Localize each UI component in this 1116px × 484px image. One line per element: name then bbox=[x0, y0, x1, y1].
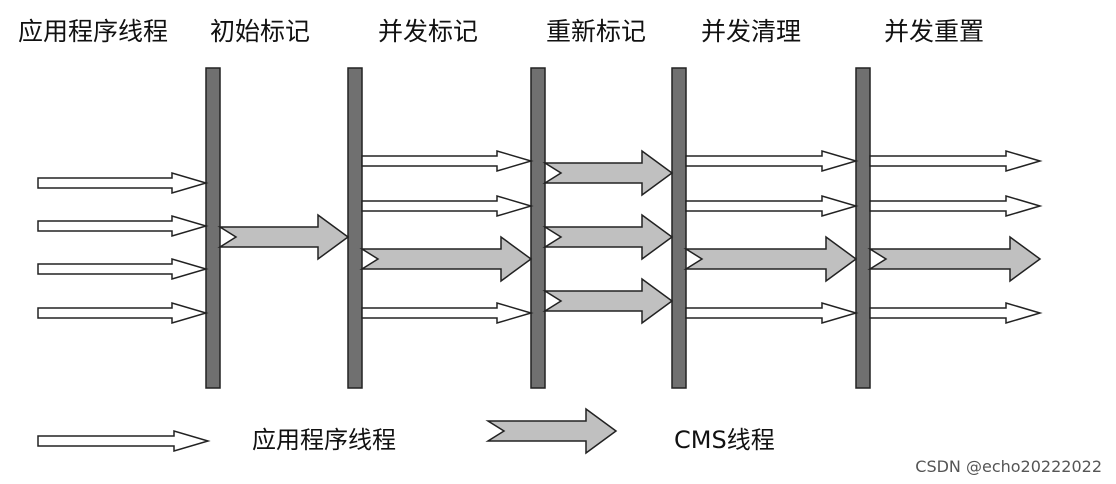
cms-arrow-concurrent-mark bbox=[359, 235, 533, 283]
legend-cms-thread-label: CMS线程 bbox=[674, 426, 775, 454]
phase-label-remark: 重新标记 bbox=[546, 17, 647, 46]
cms-arrow-concurrent-sweep bbox=[683, 235, 858, 283]
phase-bar-2 bbox=[347, 67, 363, 389]
phase-label-initial-mark: 初始标记 bbox=[210, 17, 311, 46]
app-thread-arrow-pre-1 bbox=[37, 171, 209, 195]
app-thread-arrow-concurrent-mark-1 bbox=[361, 149, 534, 173]
phase-bar-4 bbox=[671, 67, 687, 389]
app-thread-arrow-concurrent-reset-1 bbox=[869, 149, 1043, 173]
app-thread-arrow-concurrent-reset-3 bbox=[869, 301, 1043, 325]
watermark: CSDN @echo20222022 bbox=[915, 457, 1102, 476]
legend-app-thread-label: 应用程序线程 bbox=[252, 426, 396, 454]
phase-bar-5 bbox=[855, 67, 871, 389]
cms-arrow-remark-1 bbox=[542, 149, 674, 197]
phase-bar-3 bbox=[530, 67, 546, 389]
app-thread-arrow-concurrent-sweep-3 bbox=[685, 301, 859, 325]
app-thread-arrow-concurrent-sweep-2 bbox=[685, 194, 859, 218]
app-thread-arrow-concurrent-mark-2 bbox=[361, 194, 534, 218]
phase-label-concurrent-mark: 并发标记 bbox=[378, 17, 479, 46]
phase-label-app-thread: 应用程序线程 bbox=[18, 17, 169, 46]
app-thread-arrow-pre-3 bbox=[37, 257, 209, 281]
app-thread-arrow-pre-2 bbox=[37, 214, 209, 238]
cms-arrow-concurrent-reset bbox=[867, 235, 1042, 283]
cms-arrow-initial-mark bbox=[217, 213, 350, 261]
app-thread-arrow-concurrent-mark-3 bbox=[361, 301, 534, 325]
app-thread-arrow-pre-4 bbox=[37, 301, 209, 325]
app-thread-arrow-concurrent-sweep-1 bbox=[685, 149, 859, 173]
legend-cms-thread-arrow bbox=[485, 407, 618, 455]
legend-app-thread-arrow bbox=[37, 429, 211, 453]
cms-arrow-remark-2 bbox=[542, 213, 674, 261]
phase-label-concurrent-reset: 并发重置 bbox=[884, 17, 985, 46]
phase-label-concurrent-sweep: 并发清理 bbox=[701, 17, 802, 46]
phase-bar-1 bbox=[205, 67, 221, 389]
cms-arrow-remark-3 bbox=[542, 277, 674, 325]
app-thread-arrow-concurrent-reset-2 bbox=[869, 194, 1043, 218]
